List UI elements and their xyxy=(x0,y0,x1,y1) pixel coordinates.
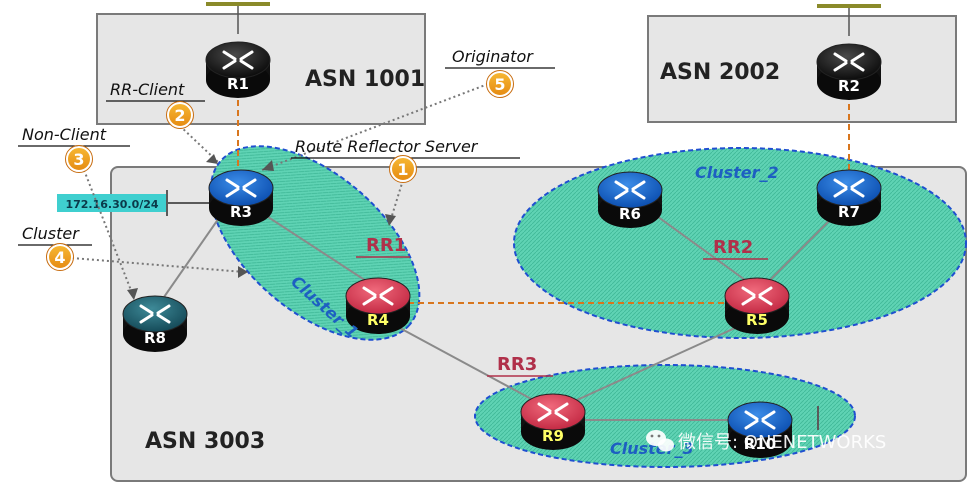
badge-1: 1 xyxy=(389,155,417,183)
router-label-r7: R7 xyxy=(838,203,860,221)
router-arrows-icon xyxy=(222,50,254,70)
watermark: 微信号: ONENETWORKS xyxy=(646,430,886,453)
link-r5-r9 xyxy=(554,317,758,411)
router-label-r1: R1 xyxy=(227,75,249,93)
router-r10[interactable]: R10 xyxy=(727,401,793,458)
asn-1001-label: ASN 1001 xyxy=(305,67,425,92)
rr-client-arrow xyxy=(179,125,219,163)
badge-4: 4 xyxy=(46,243,74,271)
rr-labels: RR1 RR2 RR3 xyxy=(356,235,768,377)
router-arrows-icon xyxy=(741,286,773,306)
router-arrows-icon xyxy=(139,304,171,324)
badge-5-number: 5 xyxy=(494,75,505,94)
cluster-arrow xyxy=(71,257,245,273)
asn-labels: ASN 1001 ASN 2002 ASN 3003 xyxy=(145,60,780,454)
rr-client-text: RR-Client xyxy=(110,80,185,99)
router-label-r8: R8 xyxy=(144,329,166,347)
link-r4-r9 xyxy=(384,319,549,409)
router-r6[interactable]: R6 xyxy=(597,171,663,228)
asn-2002-box xyxy=(647,15,957,123)
router-label-r6: R6 xyxy=(619,205,641,223)
cluster-text: Cluster xyxy=(22,224,80,243)
badge-2-number: 2 xyxy=(174,106,185,125)
router-arrows-icon xyxy=(225,178,257,198)
badge-3-number: 3 xyxy=(73,150,84,169)
prefix-label: 172.16.30.0/24 xyxy=(65,198,158,211)
router-r2[interactable]: R2 xyxy=(816,43,882,100)
badge-5: 5 xyxy=(486,70,514,98)
router-arrows-icon xyxy=(362,286,394,306)
router-label-r9: R9 xyxy=(542,427,564,445)
wechat-icon xyxy=(646,430,674,452)
router-arrows-icon xyxy=(833,52,865,72)
badge-1-number: 1 xyxy=(397,160,408,179)
router-r4[interactable]: R4 xyxy=(345,277,411,334)
router-arrows-icon xyxy=(614,180,646,200)
router-r7[interactable]: R7 xyxy=(816,169,882,226)
cluster-2-label: Cluster_2 xyxy=(695,163,779,182)
router-arrows-icon xyxy=(537,402,569,422)
link-r3-r8 xyxy=(154,204,229,311)
rr3-label: RR3 xyxy=(497,354,537,375)
originator-arrow xyxy=(261,83,489,171)
external-connectors xyxy=(206,2,881,36)
router-r8[interactable]: R8 xyxy=(122,295,188,352)
router-label-r2: R2 xyxy=(838,77,860,95)
rr1-label: RR1 xyxy=(366,235,406,256)
rr-server-arrow xyxy=(389,179,404,223)
router-r3[interactable]: R3 xyxy=(208,169,274,226)
badge-4-number: 4 xyxy=(54,248,65,267)
rr2-label: RR2 xyxy=(713,237,753,258)
router-arrows-icon xyxy=(833,178,865,198)
asn-2002-label: ASN 2002 xyxy=(660,60,780,85)
router-r9[interactable]: R9 xyxy=(520,393,586,450)
asn-3003-label: ASN 3003 xyxy=(145,429,265,454)
router-label-r10: R10 xyxy=(744,435,776,453)
router-label-r4: R4 xyxy=(367,311,389,329)
router-label-r5: R5 xyxy=(746,311,768,329)
prefix-background xyxy=(57,194,167,212)
badge-3: 3 xyxy=(65,145,93,173)
router-r1[interactable]: R1 xyxy=(205,41,271,98)
annotations: Originator RR-Client Non-Client Route Re… xyxy=(18,47,555,300)
prefix-box: 172.16.30.0/24 xyxy=(57,190,168,216)
router-arrows-icon xyxy=(744,410,776,430)
originator-text: Originator xyxy=(452,47,534,66)
watermark-text: 微信号: ONENETWORKS xyxy=(678,432,886,453)
non-client-text: Non-Client xyxy=(22,125,107,144)
router-r5[interactable]: R5 xyxy=(724,277,790,334)
badge-2: 2 xyxy=(166,101,194,129)
router-label-r3: R3 xyxy=(230,203,252,221)
rr-server-text: Route Reflector Server xyxy=(295,137,479,156)
